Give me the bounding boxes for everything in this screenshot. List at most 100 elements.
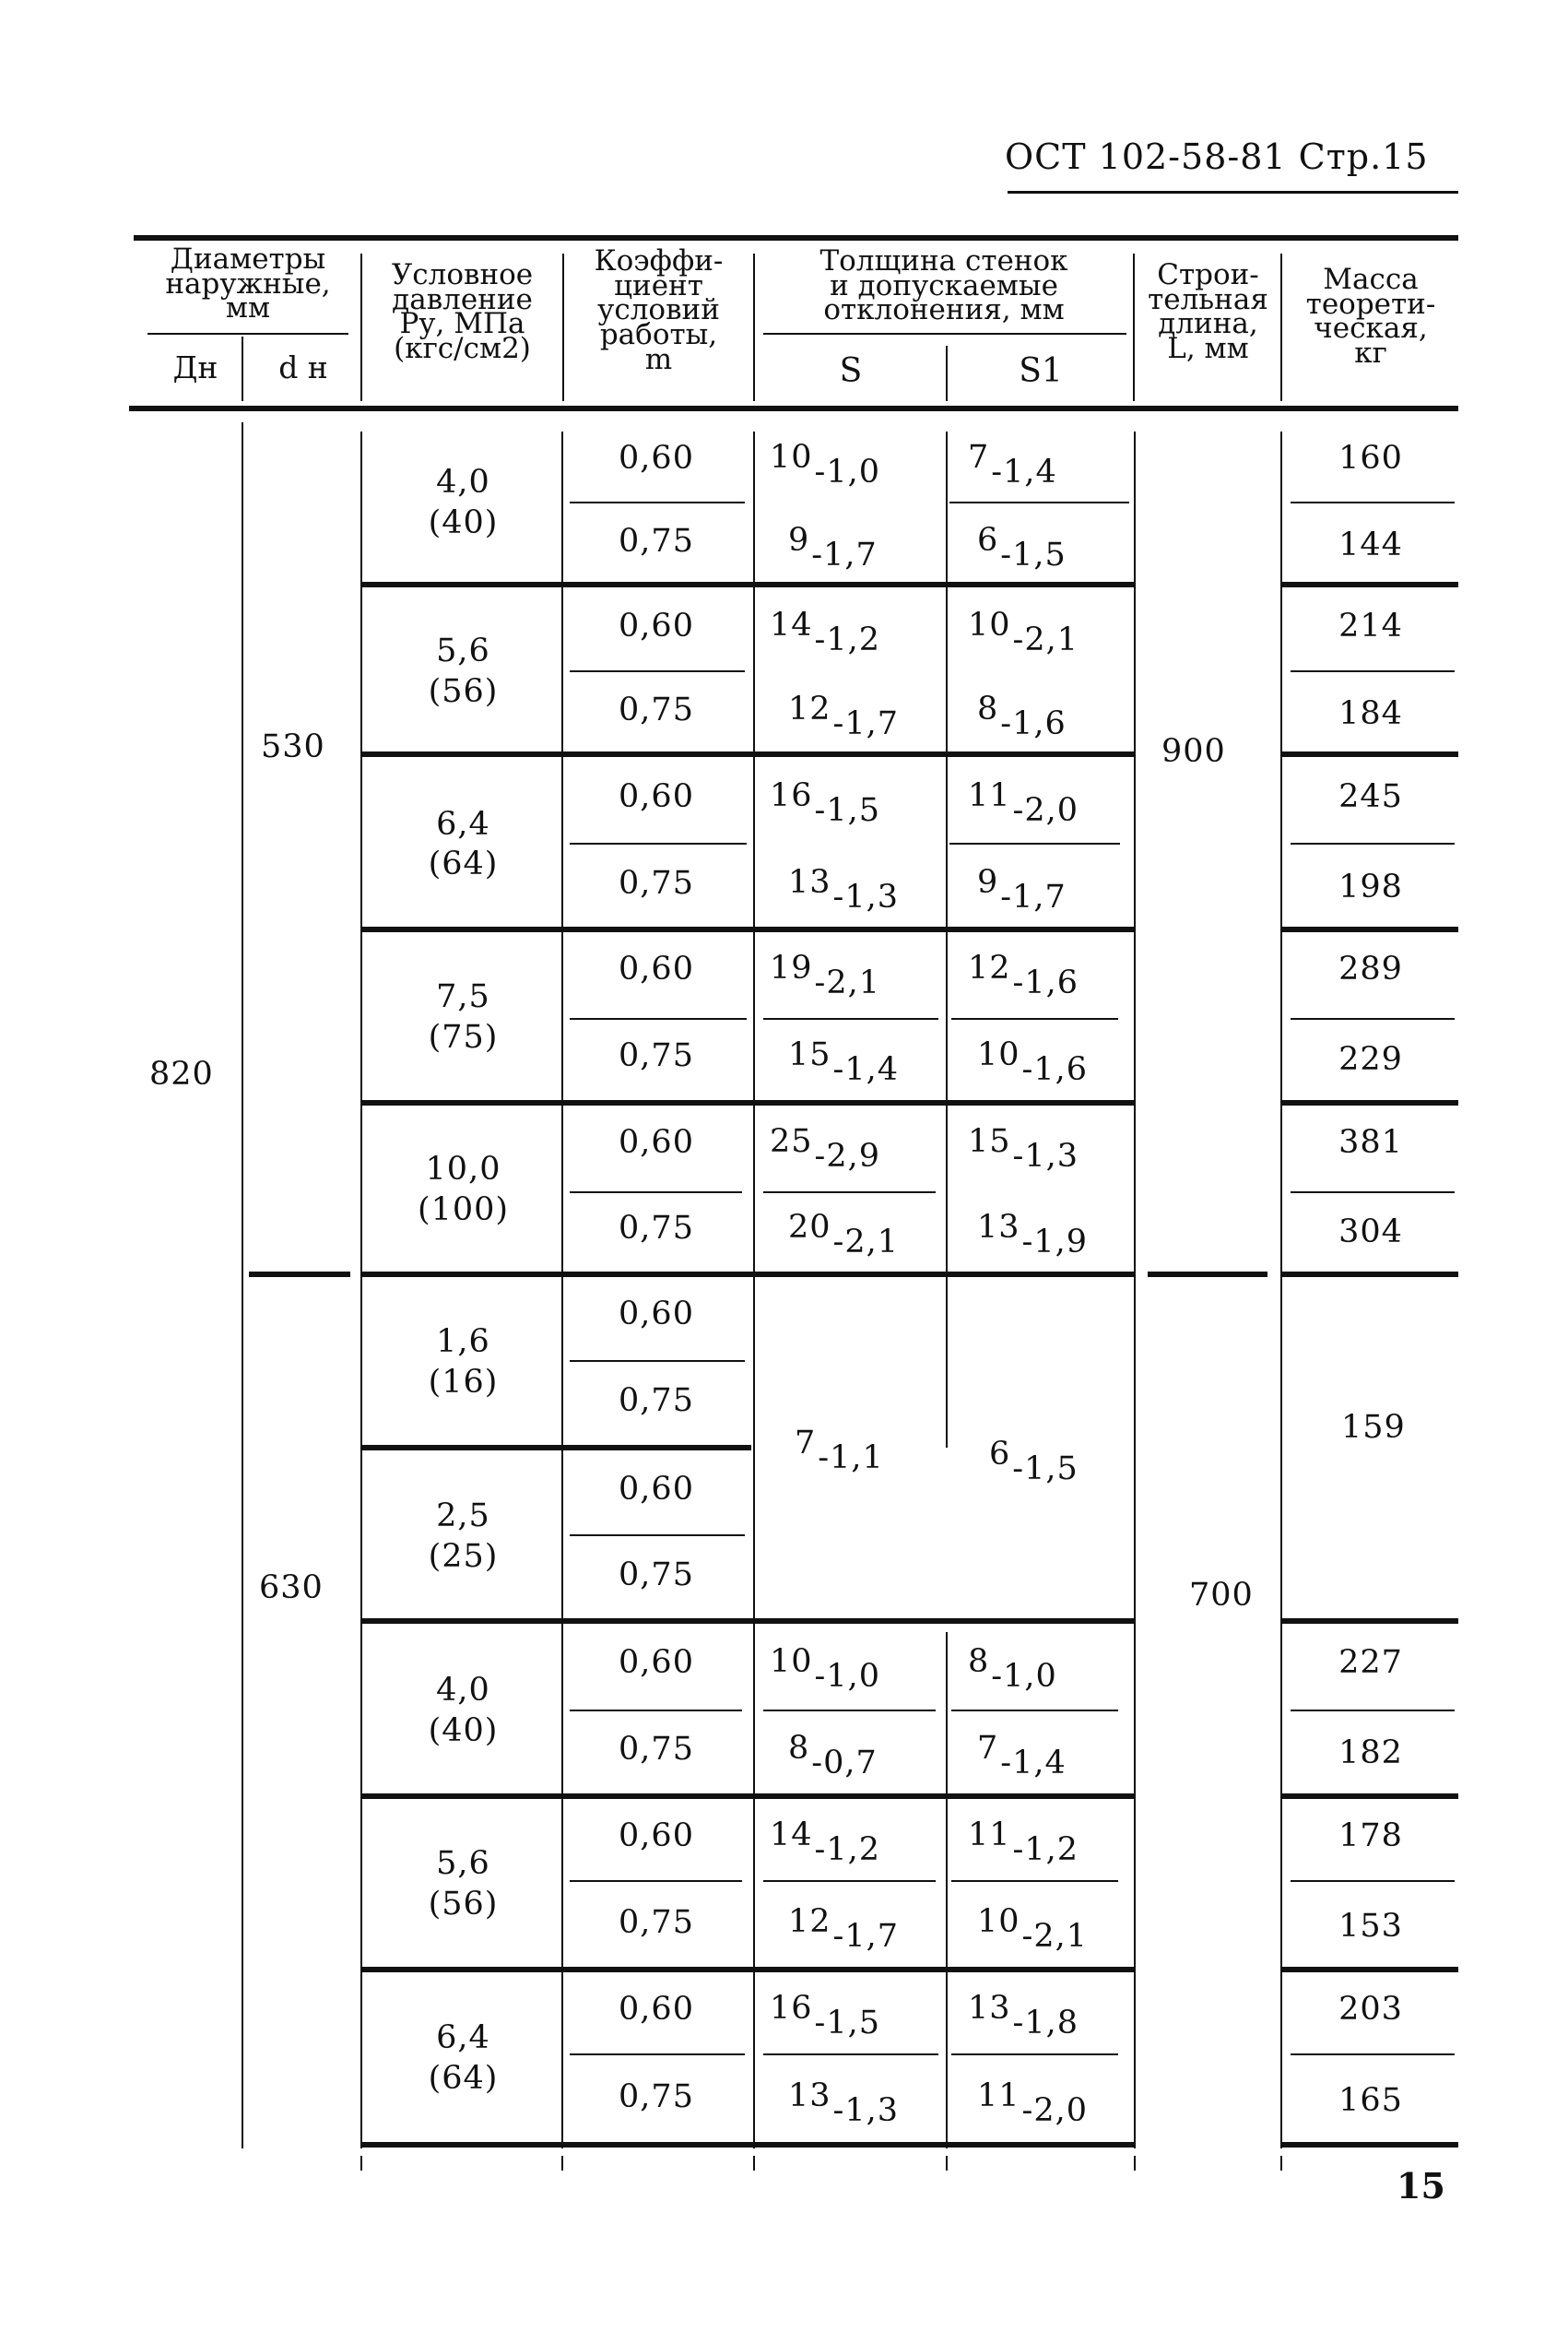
header-s: S [839, 352, 863, 390]
branch-diameter-630: 630 [259, 1569, 324, 1606]
wall-s1-base: 9 [977, 863, 999, 901]
coefficient-value: 0,60 [619, 778, 694, 815]
wall-s-base: 10 [770, 439, 813, 476]
pressure-cell: 5,6(56) [369, 632, 558, 713]
wall-s: 9-1,7 [788, 522, 878, 574]
wall-s1-deviation: -1,4 [1000, 1745, 1067, 1781]
mass-value: 160 [1338, 440, 1403, 477]
pressure-mpa: 5,6 [436, 1845, 490, 1882]
wall-s1-deviation: -2,1 [1021, 1918, 1089, 1955]
wall-s1-deviation: -2,0 [1012, 792, 1079, 829]
pressure-kgf: (75) [428, 1018, 499, 1056]
wall-s: 20-2,1 [788, 1209, 899, 1260]
wall-s-common: 7-1,1 [795, 1425, 884, 1476]
mass-value: 214 [1338, 608, 1403, 645]
wall-s-base: 13 [788, 2077, 831, 2114]
mass-value: 184 [1338, 695, 1403, 732]
branch-diameter-530: 530 [261, 728, 325, 765]
mass-value: 304 [1338, 1213, 1403, 1250]
coefficient-value: 0,60 [619, 1991, 694, 2028]
wall-s-base: 14 [770, 607, 813, 644]
wall-s1-base: 11 [968, 1816, 1011, 1853]
pressure-mpa: 6,4 [436, 805, 490, 843]
mass-value: 144 [1338, 527, 1403, 563]
wall-s: 25-2,9 [770, 1123, 880, 1175]
coefficient-value: 0,60 [619, 608, 694, 645]
coefficient-value: 0,75 [619, 864, 694, 902]
header-dn: Дн [172, 349, 218, 385]
wall-s1-common-base: 6 [989, 1436, 1011, 1473]
coefficient-value: 0,75 [619, 1382, 694, 1419]
pressure-cell: 10,0(100) [369, 1150, 558, 1231]
wall-s1: 13-1,9 [977, 1209, 1088, 1260]
wall-s1: 7-1,4 [977, 1730, 1067, 1781]
wall-s-base: 16 [770, 777, 813, 814]
wall-s1-deviation: -1,6 [1021, 1051, 1089, 1088]
wall-s: 14-1,2 [770, 1816, 880, 1868]
wall-s1-deviation: -2,1 [1012, 621, 1079, 658]
wall-s1: 6-1,5 [977, 522, 1067, 574]
wall-s-deviation: -1,5 [814, 792, 881, 829]
pressure-mpa: 2,5 [436, 1497, 490, 1534]
wall-s: 10-1,0 [770, 439, 880, 491]
wall-s1-deviation: -1,2 [1012, 1831, 1079, 1868]
wall-s1: 10-2,1 [977, 1903, 1088, 1955]
wall-s1-base: 11 [977, 2077, 1020, 2114]
wall-s: 12-1,7 [788, 1903, 899, 1955]
mass-value: 178 [1338, 1817, 1403, 1854]
pressure-kgf: (64) [428, 2059, 499, 2097]
wall-s1-base: 15 [968, 1123, 1011, 1160]
wall-s-base: 9 [788, 522, 810, 559]
wall-s1: 8-1,0 [968, 1643, 1057, 1695]
mass-value: 203 [1338, 1991, 1403, 2028]
mass-value: 289 [1338, 951, 1403, 988]
wall-s1: 10-1,6 [977, 1036, 1088, 1088]
pressure-kgf: (100) [417, 1190, 510, 1228]
wall-s1: 11-2,0 [968, 777, 1079, 829]
mass-value: 182 [1338, 1734, 1403, 1771]
wall-s: 15-1,4 [788, 1036, 899, 1088]
pressure-cell: 6,4(64) [369, 805, 558, 886]
pressure-mpa: 6,4 [436, 2019, 490, 2056]
wall-s-deviation: -0,7 [811, 1745, 878, 1781]
pressure-mpa: 5,6 [436, 633, 490, 669]
wall-s-base: 10 [770, 1643, 813, 1680]
wall-s1-base: 10 [977, 1036, 1020, 1073]
mass-value: 381 [1338, 1124, 1403, 1161]
wall-s1: 12-1,6 [968, 950, 1079, 1001]
wall-s1-deviation: -1,7 [1000, 878, 1067, 916]
wall-s-deviation: -2,1 [832, 1224, 900, 1260]
coefficient-value: 0,60 [619, 1124, 694, 1161]
wall-s1-deviation: -1,0 [991, 1658, 1057, 1695]
wall-s1-deviation: -1,9 [1021, 1224, 1089, 1260]
wall-s: 19-2,1 [770, 950, 880, 1001]
wall-s1: 11-2,0 [977, 2077, 1088, 2129]
wall-s-deviation: -1,7 [832, 1918, 900, 1955]
length-700: 700 [1189, 1577, 1254, 1614]
pressure-cell: 4,0(40) [369, 463, 558, 544]
wall-s1-base: 7 [977, 1730, 999, 1767]
wall-s: 10-1,0 [770, 1643, 880, 1695]
wall-s-deviation: -1,0 [814, 454, 881, 491]
pressure-mpa: 4,0 [436, 1672, 490, 1709]
wall-s-deviation: -1,3 [832, 878, 900, 916]
page-number: 15 [1397, 2165, 1445, 2207]
wall-s1: 10-2,1 [968, 607, 1079, 658]
wall-s: 8-0,7 [788, 1730, 878, 1781]
coefficient-value: 0,60 [619, 1644, 694, 1681]
wall-s1-deviation: -1,6 [1000, 705, 1067, 742]
pressure-cell: 6,4(64) [369, 2018, 558, 2100]
wall-s-base: 12 [788, 1903, 831, 1940]
wall-s-base: 12 [788, 691, 831, 728]
coefficient-value: 0,75 [619, 523, 694, 560]
wall-s1: 13-1,8 [968, 1990, 1079, 2041]
wall-s: 13-1,3 [788, 864, 899, 916]
wall-s-deviation: -1,2 [814, 621, 881, 658]
wall-s1-base: 10 [977, 1903, 1020, 1940]
coefficient-value: 0,75 [619, 1210, 694, 1247]
pressure-kgf: (40) [428, 1711, 499, 1749]
wall-s1: 9-1,7 [977, 863, 1067, 916]
